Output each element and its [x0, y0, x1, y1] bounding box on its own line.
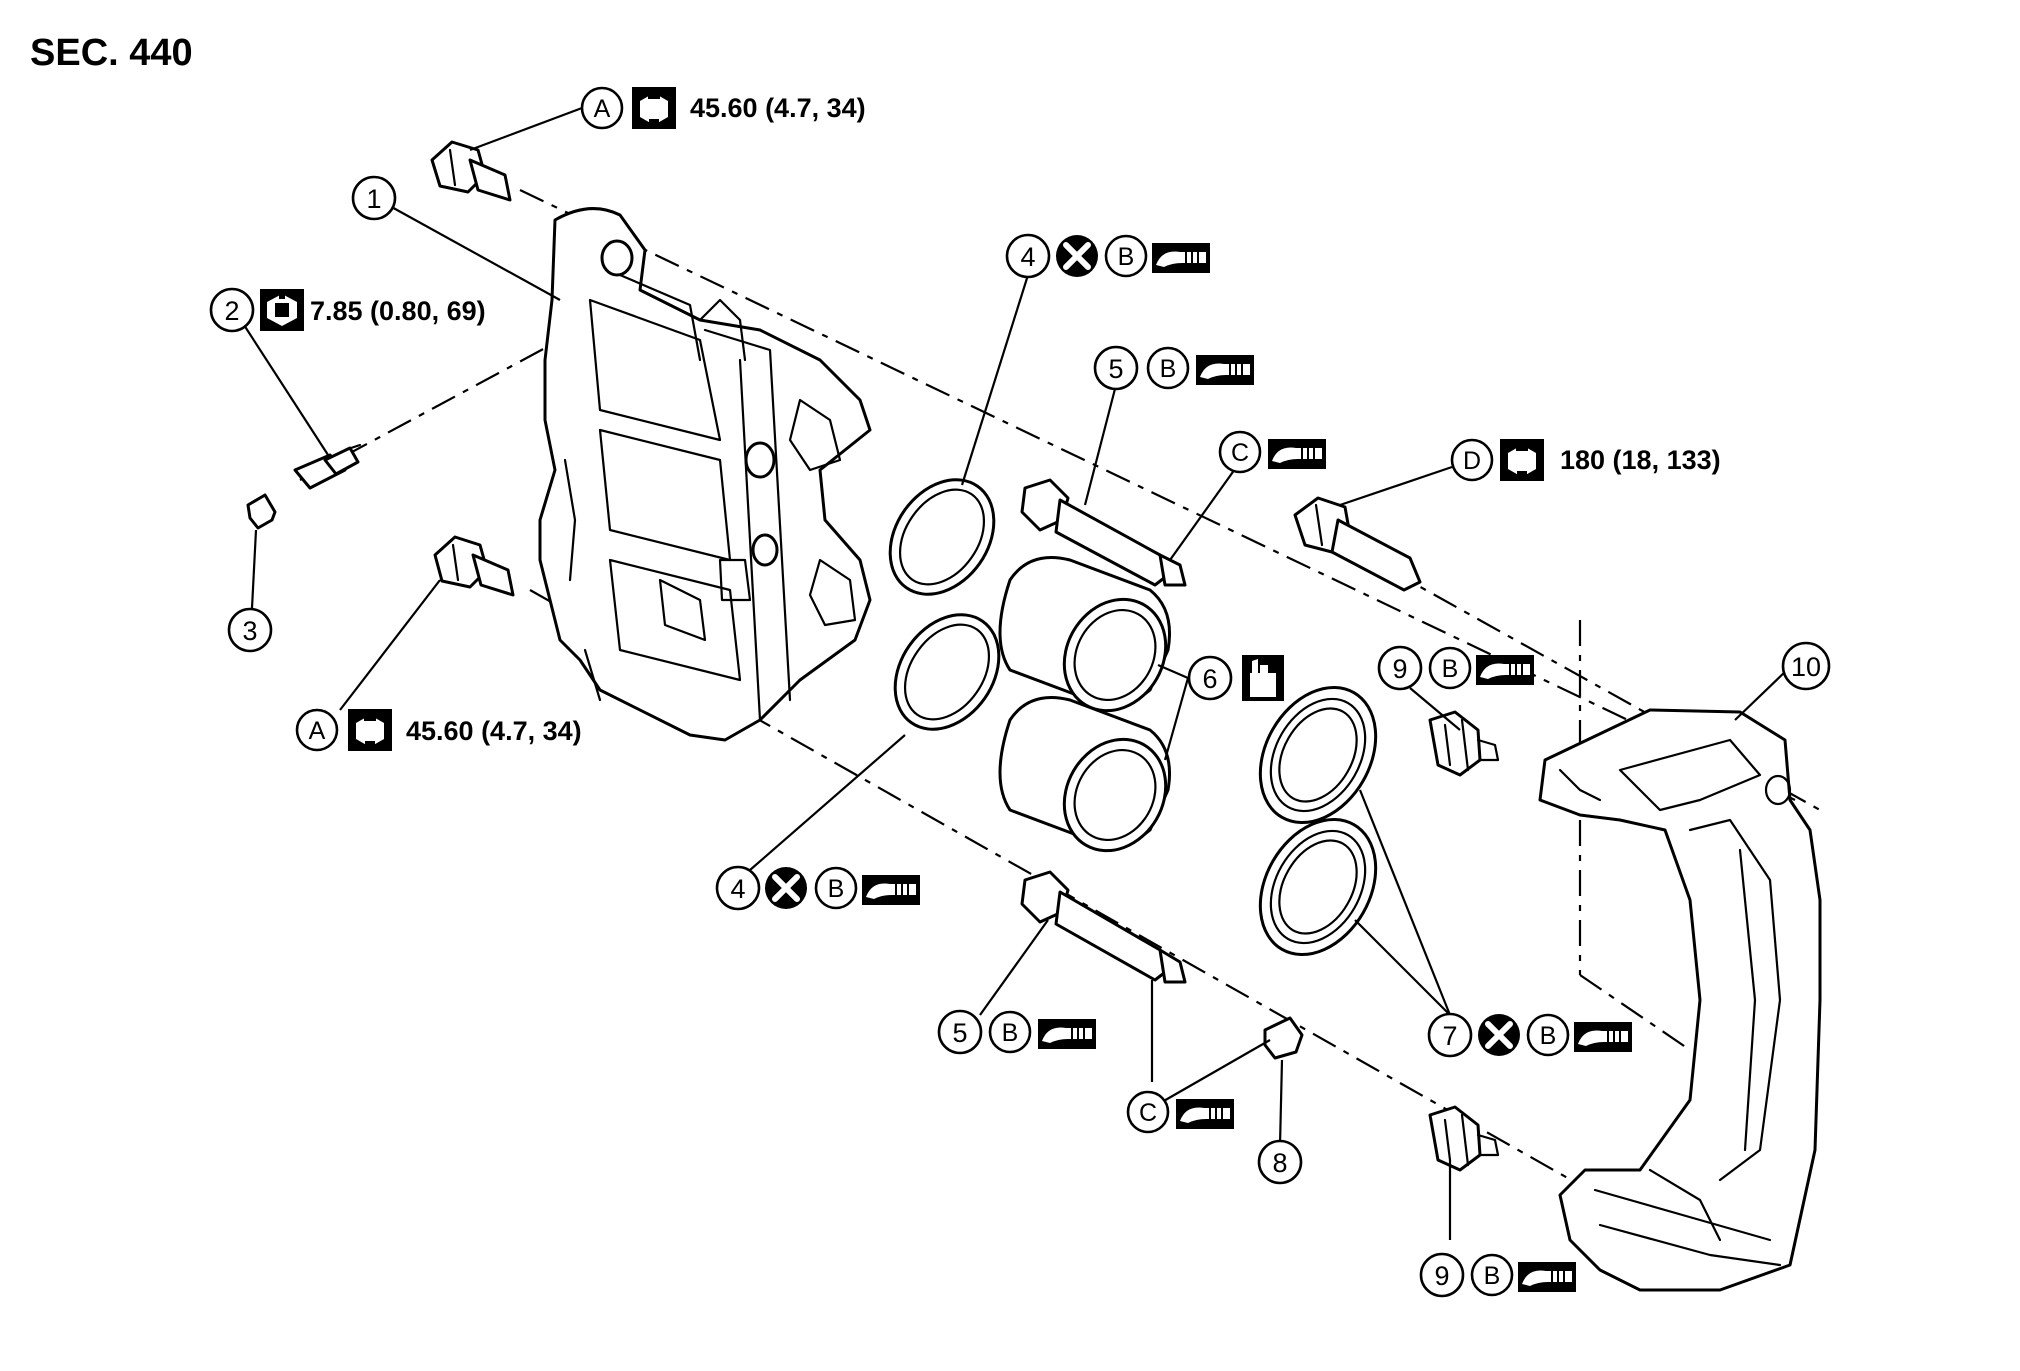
section-label: SEC. 440: [30, 32, 193, 74]
callout-5-lower: 5 B: [937, 1009, 1097, 1055]
do-not-reuse-icon: [1056, 235, 1098, 277]
svg-text:B: B: [1442, 655, 1459, 683]
grease-tube-icon: [1151, 242, 1211, 274]
grease-tube-icon: [1517, 1261, 1577, 1293]
callout-3: 3: [227, 607, 273, 653]
piston-seal-upper: [888, 478, 996, 596]
leader-lines: [243, 106, 1788, 1240]
svg-text:10: 10: [1791, 652, 1821, 682]
torque-wrench-icon: [1500, 439, 1544, 481]
svg-text:2: 2: [224, 296, 239, 326]
svg-text:9: 9: [1392, 654, 1407, 684]
dust-seal-lower: [1258, 817, 1378, 957]
mount-bolt: [1293, 496, 1422, 592]
grease-tube-icon: [1195, 354, 1255, 386]
piston-lower: [998, 696, 1172, 853]
bleeder-valve: [293, 443, 362, 490]
svg-text:3: 3: [242, 616, 257, 646]
callout-7: 7 B: [1427, 1014, 1633, 1056]
caliper-bolt-bottom: [433, 535, 515, 597]
callout-A-bottom: A 45.60 (4.7, 34): [295, 708, 582, 752]
svg-text:8: 8: [1272, 1148, 1287, 1178]
callout-10: 10: [1781, 641, 1831, 691]
grease-tube-icon: [1037, 1018, 1097, 1050]
callout-8: 8: [1257, 1139, 1303, 1185]
torque-value-A-bottom: 45.60 (4.7, 34): [406, 716, 582, 746]
do-not-reuse-icon: [765, 867, 807, 909]
svg-text:D: D: [1463, 447, 1481, 475]
grease-tube-icon: [1267, 438, 1327, 470]
callout-4-upper: 4 B: [1005, 235, 1211, 277]
callout-A-top: A 45.60 (4.7, 34): [580, 86, 866, 130]
torque-wrench-icon: [632, 87, 676, 129]
flare-nut-wrench-icon: [260, 289, 304, 331]
callout-6: 6: [1187, 655, 1284, 701]
bleeder-cap: [246, 493, 277, 530]
callout-C-upper: C: [1218, 430, 1327, 474]
pin-boot-upper: [1428, 710, 1500, 777]
svg-text:A: A: [309, 717, 326, 745]
svg-text:B: B: [1484, 1262, 1501, 1290]
svg-text:5: 5: [952, 1018, 967, 1048]
svg-text:6: 6: [1202, 664, 1217, 694]
svg-text:C: C: [1139, 1099, 1157, 1127]
callout-2: 2 7.85 (0.80, 69): [209, 287, 486, 333]
svg-text:4: 4: [1020, 242, 1035, 272]
callout-5-upper: 5 B: [1093, 345, 1255, 391]
svg-text:1: 1: [366, 184, 381, 214]
piston-seal-lower: [893, 613, 1001, 731]
svg-text:9: 9: [1434, 1261, 1449, 1291]
torque-value-A-top: 45.60 (4.7, 34): [690, 93, 866, 123]
grease-tube-icon: [1573, 1021, 1633, 1053]
do-not-reuse-icon: [1478, 1014, 1520, 1056]
grease-tube-icon: [861, 874, 921, 906]
brake-fluid-can-icon: [1242, 655, 1284, 701]
upper-bolt-axis: [519, 189, 1796, 801]
svg-text:B: B: [1540, 1022, 1557, 1050]
torque-wrench-icon: [348, 709, 392, 751]
caliper-body: [538, 207, 872, 742]
pin-boot-lower: [1428, 1105, 1500, 1172]
svg-text:B: B: [1118, 243, 1135, 271]
svg-text:B: B: [828, 875, 845, 903]
callout-9-lower: 9 B: [1419, 1252, 1577, 1298]
caliper-bolt-top: [430, 140, 512, 202]
svg-text:A: A: [594, 95, 611, 123]
callout-C-lower: C: [1126, 1090, 1235, 1134]
slide-pin-upper: [1020, 478, 1187, 587]
dust-seal-upper: [1258, 685, 1378, 825]
vertical-ref-line-2: [1579, 974, 1691, 1051]
callout-4-lower: 4 B: [715, 867, 921, 909]
grease-tube-icon: [1175, 1098, 1235, 1130]
slide-pin-lower: [1020, 870, 1187, 984]
svg-text:7: 7: [1442, 1021, 1457, 1051]
grease-tube-icon: [1475, 654, 1535, 686]
torque-value-bleeder: 7.85 (0.80, 69): [310, 296, 486, 326]
svg-text:5: 5: [1108, 354, 1123, 384]
pin-sleeve: [1263, 1016, 1304, 1060]
callout-1: 1: [351, 175, 397, 221]
callout-D: D 180 (18, 133): [1450, 438, 1721, 482]
svg-text:B: B: [1002, 1019, 1019, 1047]
svg-text:B: B: [1160, 355, 1177, 383]
callout-9-upper: 9 B: [1377, 645, 1535, 691]
torque-value-D: 180 (18, 133): [1560, 445, 1721, 475]
svg-text:C: C: [1231, 439, 1249, 467]
svg-text:4: 4: [730, 874, 745, 904]
caliper-bracket: [1538, 708, 1822, 1292]
